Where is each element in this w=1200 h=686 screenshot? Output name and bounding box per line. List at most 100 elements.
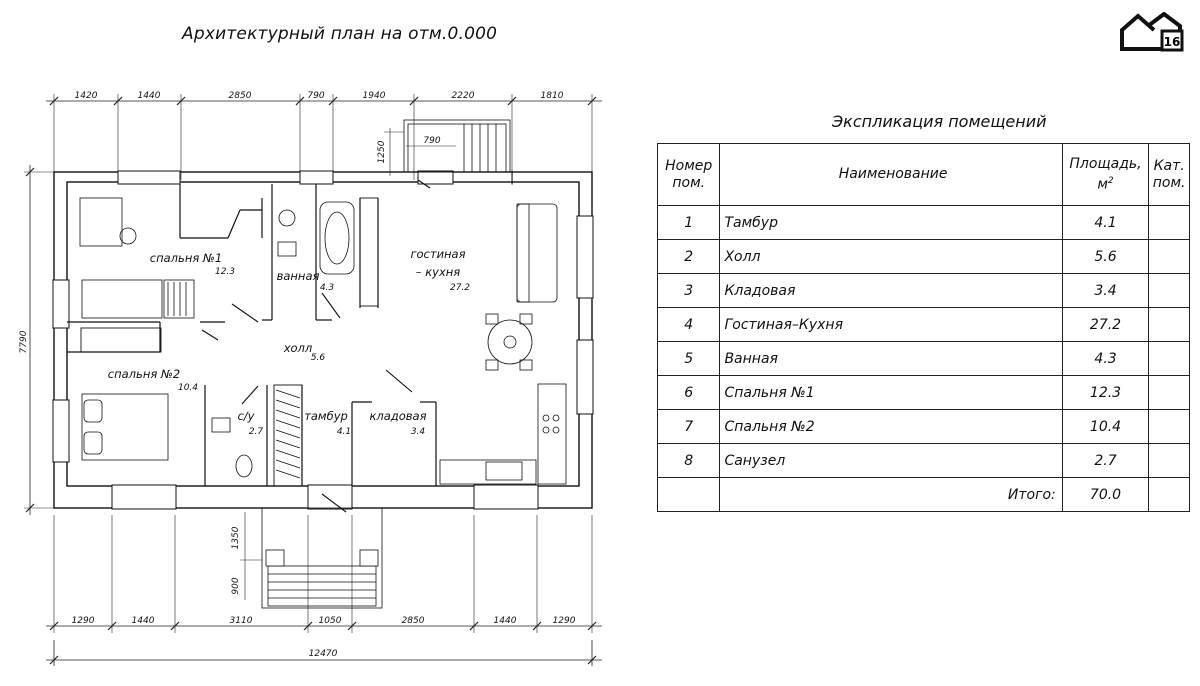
cell-area: 10.4 (1061, 409, 1150, 444)
dim-porch-bottom-1: 1350 (231, 526, 241, 549)
header-area-sup: 2 (1107, 175, 1114, 186)
cell-category (1148, 477, 1190, 512)
table-total-row: Итого: 70.0 (656, 477, 1190, 512)
dim-bottom-4: 1050 (319, 616, 342, 626)
dim-bottom-5: 2850 (402, 616, 425, 626)
plan-title: Архитектурный план на отм.0.000 (182, 24, 498, 44)
cell-num: 1 (656, 205, 721, 240)
logo-number: 16 (1164, 35, 1181, 49)
table-row: 7 Спальня №2 10.4 (656, 409, 1190, 444)
cell-area: 4.3 (1061, 341, 1150, 376)
dim-top-4: 790 (307, 91, 324, 101)
cell-name: Спальня №2 (719, 409, 1063, 444)
cell-area: 12.3 (1061, 375, 1150, 410)
dim-bottom-3: 3110 (230, 616, 253, 626)
room-bedroom2-area: 10.4 (178, 383, 198, 393)
dim-top-7: 1810 (541, 91, 564, 101)
room-hall-area: 5.6 (311, 353, 326, 363)
room-bedroom1-area: 12.3 (215, 267, 235, 277)
cell-num: 4 (656, 307, 721, 342)
dim-top-6: 2220 (452, 91, 475, 101)
cell-name: Гостиная–Кухня (719, 307, 1063, 342)
cell-category (1148, 205, 1190, 240)
header-area-line1: Площадь, (1069, 155, 1142, 172)
table-header-row: Номер пом. Наименование Площадь, м2 Кат.… (656, 143, 1190, 206)
dim-top-2: 1440 (138, 91, 161, 101)
room-bathroom-label: ванная (277, 269, 320, 283)
room-living-label1: гостиная (410, 247, 465, 261)
room-bathroom-area: 4.3 (320, 283, 335, 293)
table-row: 5 Ванная 4.3 (656, 341, 1190, 376)
house-logo-icon: 16 (1120, 12, 1184, 52)
room-pantry-label: кладовая (369, 409, 426, 423)
cell-area: 27.2 (1061, 307, 1150, 342)
cell-category (1148, 341, 1190, 376)
floor-plan: 1420 1440 2850 790 1940 2220 1810 1290 1… (19, 91, 602, 666)
total-label: Итого: (719, 477, 1063, 512)
cell-category (1148, 375, 1190, 410)
dim-height: 7790 (19, 330, 29, 353)
header-cat-line2: пом. (1152, 174, 1186, 191)
dim-total: 12470 (309, 649, 338, 659)
room-bedroom1-label: спальня №1 (150, 251, 222, 265)
dim-top-5: 1940 (363, 91, 386, 101)
header-category: Кат. пом. (1148, 143, 1190, 206)
header-num-line2: пом. (672, 174, 706, 191)
cell-area: 4.1 (1061, 205, 1150, 240)
dim-bottom-7: 1290 (553, 616, 576, 626)
cell-area: 3.4 (1061, 273, 1150, 308)
table-row: 8 Санузел 2.7 (656, 443, 1190, 478)
room-living-area: 27.2 (450, 283, 470, 293)
cell-name: Ванная (719, 341, 1063, 376)
cell-area: 5.6 (1061, 239, 1150, 274)
header-num: Номер пом. (656, 143, 721, 206)
table-row: 2 Холл 5.6 (656, 239, 1190, 274)
cell-num: 3 (656, 273, 721, 308)
header-area-line2: м (1097, 176, 1108, 193)
dim-porch-top-h: 790 (423, 136, 440, 146)
total-value: 70.0 (1061, 477, 1150, 512)
room-bedroom2-label: спальня №2 (108, 367, 180, 381)
table-row: 6 Спальня №1 12.3 (656, 375, 1190, 410)
header-num-line1: Номер (665, 157, 713, 174)
header-cat-line1: Кат. (1153, 157, 1185, 174)
room-wc-label: с/у (237, 409, 254, 423)
cell-num: 5 (656, 341, 721, 376)
table-row: 1 Тамбур 4.1 (656, 205, 1190, 240)
room-hall-label: холл (283, 341, 313, 355)
dim-bottom-2: 1440 (132, 616, 155, 626)
header-area: Площадь, м2 (1061, 143, 1150, 206)
dim-porch-bottom-2: 900 (231, 577, 241, 594)
dim-bottom-1: 1290 (72, 616, 95, 626)
dim-bottom-6: 1440 (494, 616, 517, 626)
dim-top-1: 1420 (75, 91, 98, 101)
dim-porch-top-v: 1250 (377, 140, 387, 163)
cell-name: Санузел (719, 443, 1063, 478)
cell-num: 7 (656, 409, 721, 444)
room-vestibule-area: 4.1 (337, 427, 351, 437)
cell-category (1148, 409, 1190, 444)
cell-num: 2 (656, 239, 721, 274)
room-pantry-area: 3.4 (411, 427, 426, 437)
table-row: 3 Кладовая 3.4 (656, 273, 1190, 308)
cell-num: 8 (656, 443, 721, 478)
table-row: 4 Гостиная–Кухня 27.2 (656, 307, 1190, 342)
cell-name: Холл (719, 239, 1063, 274)
explication-table: Номер пом. Наименование Площадь, м2 Кат.… (656, 143, 1190, 512)
cell-name: Тамбур (719, 205, 1063, 240)
dim-top-3: 2850 (229, 91, 252, 101)
cell-name: Кладовая (719, 273, 1063, 308)
cell-category (1148, 239, 1190, 274)
room-wc-area: 2.7 (249, 427, 264, 437)
cell-area: 2.7 (1061, 443, 1150, 478)
room-vestibule-label: тамбур (304, 409, 348, 423)
room-living-label2: – кухня (416, 265, 460, 279)
header-name: Наименование (719, 143, 1063, 206)
table-title: Экспликация помещений (832, 112, 1047, 131)
cell-category (1148, 273, 1190, 308)
cell-name: Спальня №1 (719, 375, 1063, 410)
cell-num (656, 477, 721, 512)
cell-num: 6 (656, 375, 721, 410)
cell-category (1148, 307, 1190, 342)
cell-category (1148, 443, 1190, 478)
